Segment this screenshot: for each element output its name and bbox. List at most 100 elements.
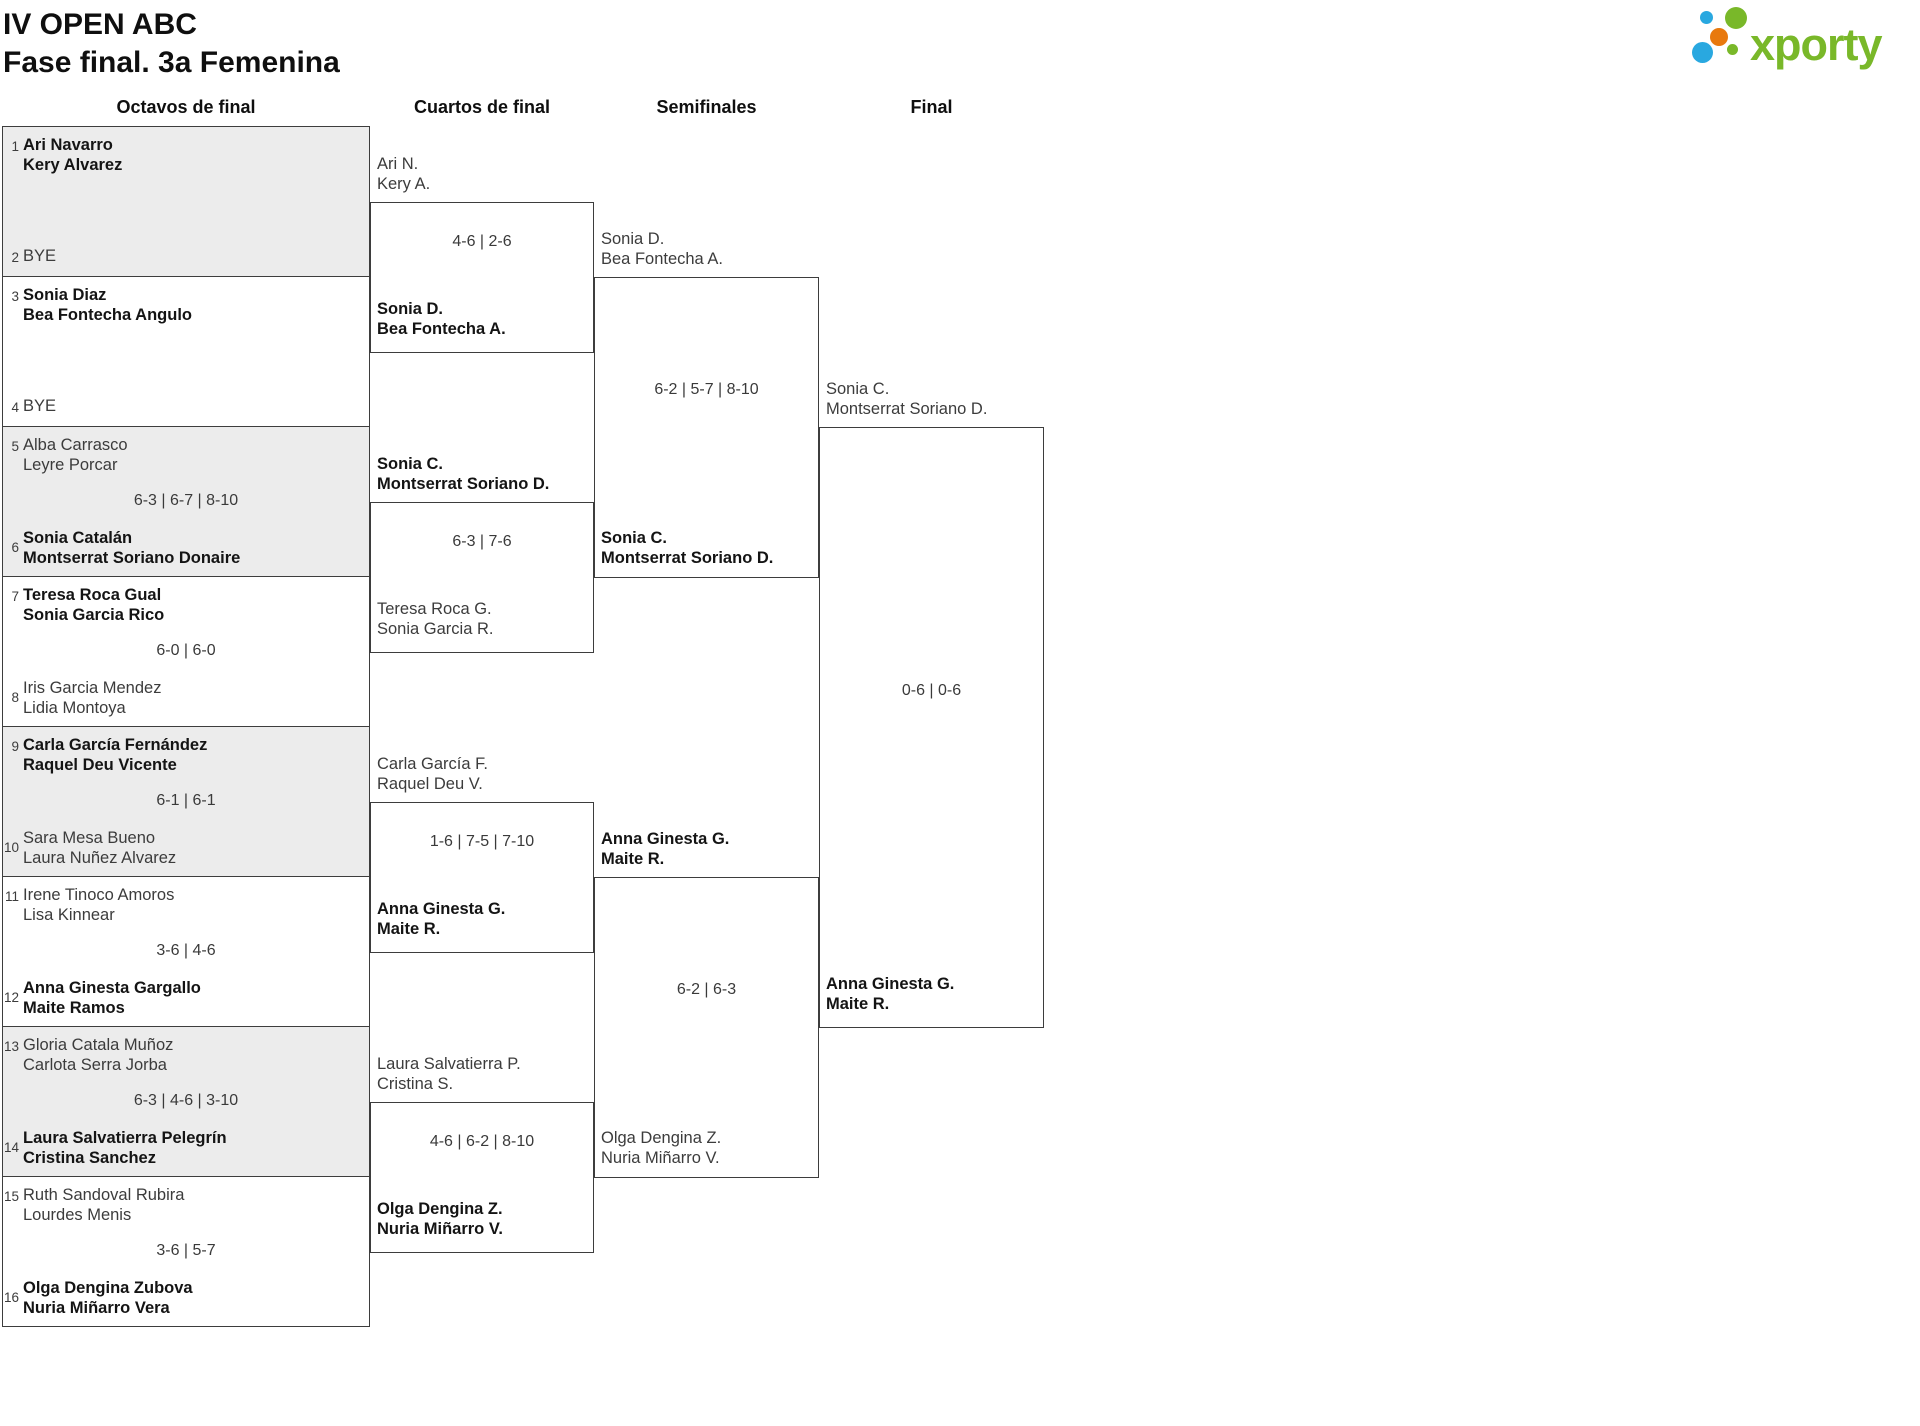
team-seed: 4 — [11, 400, 19, 415]
match-score: 6-3 | 4-6 | 3-10 — [133, 1092, 239, 1109]
team-name: Montserrat Soriano Donaire — [23, 549, 241, 567]
advancing-team: Laura Salvatierra P. — [377, 1055, 521, 1073]
advancing-team: Anna Ginesta G. — [826, 975, 955, 993]
xporty-logo: xporty — [1690, 6, 1918, 76]
round-header-cuartos: Cuartos de final — [413, 97, 551, 117]
team-name: BYE — [23, 247, 57, 265]
match-box-round2 — [370, 202, 594, 353]
logo-dot-green-small — [1727, 44, 1738, 55]
advancing-team: Olga Dengina Z. — [601, 1129, 722, 1147]
round-header-octavos: Octavos de final — [116, 97, 256, 117]
team-name: Bea Fontecha Angulo — [23, 306, 192, 324]
team-name: Ruth Sandoval Rubira — [23, 1186, 185, 1204]
match-score: 3-6 | 4-6 — [156, 942, 216, 959]
team-name: Irene Tinoco Amoros — [23, 886, 175, 904]
match-box-octavos — [2, 126, 370, 277]
team-name: Gloria Catala Muñoz — [23, 1036, 174, 1054]
logo-dot-blue-small — [1700, 11, 1713, 24]
advancing-team: Cristina S. — [377, 1075, 454, 1093]
team-seed: 9 — [11, 739, 19, 754]
advancing-team: Sonia C. — [601, 529, 668, 547]
advancing-team: Sonia Garcia R. — [377, 620, 494, 638]
logo-dot-green-large — [1725, 7, 1747, 29]
team-name: Olga Dengina Zubova — [23, 1279, 193, 1297]
match-score: 3-6 | 5-7 — [156, 1242, 216, 1259]
round-header-final: Final — [910, 97, 953, 117]
match-score: 6-3 | 6-7 | 8-10 — [133, 492, 239, 509]
advancing-team: Maite R. — [377, 920, 441, 938]
team-seed: 2 — [11, 250, 19, 265]
team-name: Laura Nuñez Alvarez — [23, 849, 177, 867]
team-seed: 6 — [11, 540, 19, 555]
advancing-team: Olga Dengina Z. — [377, 1200, 503, 1218]
advancing-team: Teresa Roca G. — [377, 600, 492, 618]
match-box-round3 — [594, 277, 819, 578]
team-name: BYE — [23, 397, 57, 415]
match-score: 0-6 | 0-6 — [901, 682, 962, 699]
team-name: Laura Salvatierra Pelegrín — [23, 1129, 227, 1147]
advancing-team: Raquel Deu V. — [377, 775, 483, 793]
team-name: Kery Alvarez — [23, 156, 123, 174]
team-name: Maite Ramos — [23, 999, 125, 1017]
advancing-team: Nuria Miñarro V. — [601, 1149, 720, 1167]
team-seed: 13 — [4, 1039, 20, 1054]
match-box-octavos — [2, 426, 370, 577]
match-box-octavos — [2, 726, 370, 877]
team-seed: 7 — [11, 589, 19, 604]
match-box-octavos — [2, 1176, 370, 1327]
advancing-team: Maite R. — [601, 850, 665, 868]
match-box-octavos — [2, 1026, 370, 1177]
team-name: Leyre Porcar — [23, 456, 118, 474]
team-seed: 16 — [4, 1290, 20, 1305]
advancing-team: Montserrat Soriano D. — [826, 400, 988, 418]
tournament-title: IV OPEN ABC — [3, 8, 197, 41]
match-box-round2 — [370, 502, 594, 653]
advancing-team: Bea Fontecha A. — [377, 320, 506, 338]
team-name: Sonia Garcia Rico — [23, 606, 165, 624]
advancing-team: Sonia D. — [601, 230, 665, 248]
match-score: 6-1 | 6-1 — [156, 792, 216, 809]
team-seed: 10 — [4, 840, 20, 855]
round-header-semifinales: Semifinales — [656, 97, 757, 117]
advancing-team: Maite R. — [826, 995, 890, 1013]
tournament-subtitle: Fase final. 3a Femenina — [3, 46, 340, 79]
match-box-round4 — [819, 427, 1044, 1028]
logo-wordmark: xporty — [1750, 19, 1883, 70]
advancing-team: Carla García F. — [377, 755, 488, 773]
team-name: Sonia Diaz — [23, 286, 107, 304]
logo-dot-blue-large — [1692, 42, 1713, 63]
logo-dot-orange — [1710, 28, 1728, 46]
team-seed: 8 — [11, 690, 19, 705]
team-name: Carlota Serra Jorba — [23, 1056, 167, 1074]
advancing-team: Ari N. — [377, 155, 419, 173]
team-seed: 11 — [4, 889, 19, 904]
team-seed: 15 — [4, 1189, 20, 1204]
team-name: Cristina Sanchez — [23, 1149, 156, 1167]
team-name: Raquel Deu Vicente — [23, 756, 177, 774]
match-score: 4-6 | 2-6 — [452, 233, 512, 250]
match-box-round3 — [594, 877, 819, 1178]
match-score: 6-2 | 6-3 — [676, 981, 737, 998]
match-box-round2 — [370, 802, 594, 953]
match-score: 6-3 | 7-6 — [452, 533, 512, 550]
advancing-team: Bea Fontecha A. — [601, 250, 724, 268]
advancing-team: Anna Ginesta G. — [377, 900, 506, 918]
team-seed: 5 — [11, 439, 19, 454]
team-name: Sonia Catalán — [23, 529, 133, 547]
team-name: Sara Mesa Bueno — [23, 829, 156, 847]
match-score: 4-6 | 6-2 | 8-10 — [429, 1133, 535, 1150]
advancing-team: Sonia C. — [826, 380, 890, 398]
advancing-team: Anna Ginesta G. — [601, 830, 730, 848]
advancing-team: Sonia D. — [377, 300, 444, 318]
match-box-round2 — [370, 1102, 594, 1253]
team-seed: 3 — [11, 289, 19, 304]
team-name: Lidia Montoya — [23, 699, 126, 717]
team-name: Alba Carrasco — [23, 436, 128, 454]
team-name: Ari Navarro — [23, 136, 113, 154]
advancing-team: Kery A. — [377, 175, 431, 193]
team-name: Nuria Miñarro Vera — [23, 1299, 170, 1317]
team-name: Anna Ginesta Gargallo — [23, 979, 201, 997]
match-score: 6-0 | 6-0 — [156, 642, 216, 659]
match-score: 1-6 | 7-5 | 7-10 — [429, 833, 535, 850]
